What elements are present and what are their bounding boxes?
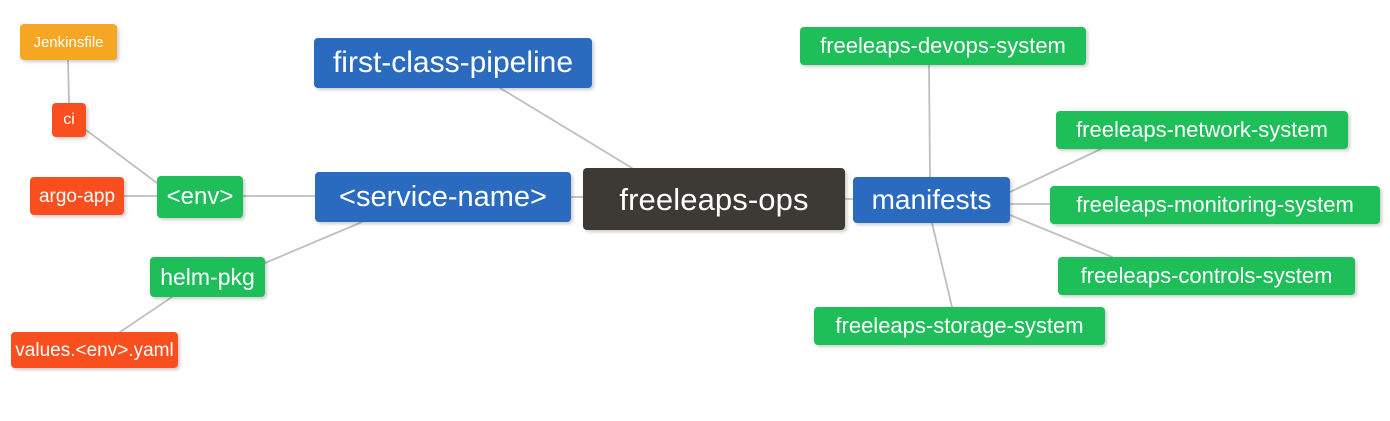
mindmap-node-helm-pkg[interactable]: helm-pkg <box>150 257 265 297</box>
mindmap-node-env[interactable]: <env> <box>157 176 243 218</box>
mindmap-node-ci[interactable]: ci <box>52 103 86 137</box>
mindmap-node-monitoring-system[interactable]: freeleaps-monitoring-system <box>1050 186 1380 224</box>
edge-helm-pkg-to-values-yaml <box>119 296 173 333</box>
mindmap-node-argo-app[interactable]: argo-app <box>30 177 124 215</box>
edge-manifests-to-devops-system <box>928 64 931 178</box>
mindmap-node-values-yaml[interactable]: values.<env>.yaml <box>11 332 178 368</box>
mindmap-node-storage-system[interactable]: freeleaps-storage-system <box>814 307 1105 345</box>
mindmap-node-network-system[interactable]: freeleaps-network-system <box>1056 111 1348 149</box>
mindmap-node-devops-system[interactable]: freeleaps-devops-system <box>800 27 1086 65</box>
mindmap-node-service-name[interactable]: <service-name> <box>315 172 571 222</box>
edge-manifests-to-storage-system <box>931 222 953 308</box>
edge-jenkinsfile-to-ci <box>67 59 70 104</box>
mindmap-node-jenkinsfile[interactable]: Jenkinsfile <box>20 24 117 60</box>
mindmap-node-manifests[interactable]: manifests <box>853 177 1010 223</box>
mindmap-node-controls-system[interactable]: freeleaps-controls-system <box>1058 257 1355 295</box>
edge-first-class-pipeline-to-freeleaps-ops <box>499 87 633 169</box>
mindmap-node-first-class-pipeline[interactable]: first-class-pipeline <box>314 38 592 88</box>
edge-ci-to-env <box>85 129 158 184</box>
edge-service-name-to-helm-pkg <box>264 221 363 264</box>
mindmap-node-freeleaps-ops[interactable]: freeleaps-ops <box>583 168 845 230</box>
